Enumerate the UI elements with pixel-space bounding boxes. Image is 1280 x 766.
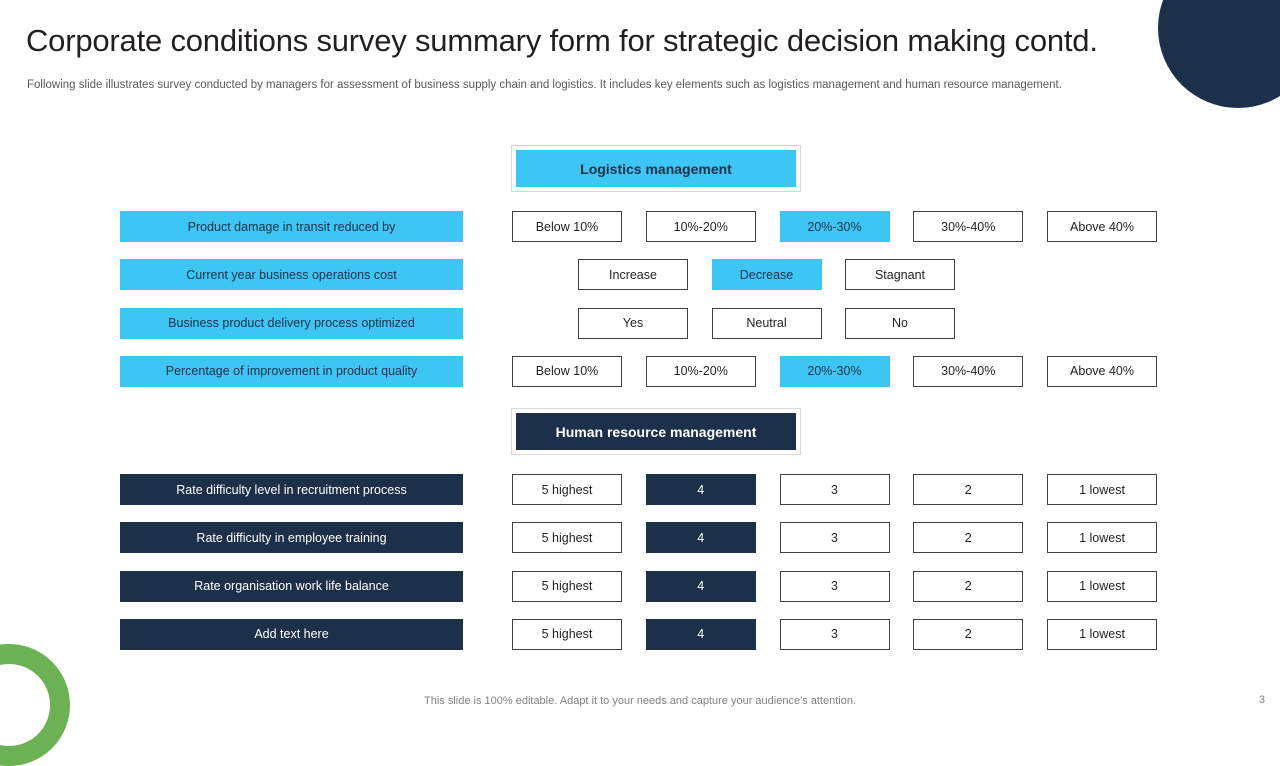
- option-button[interactable]: 10%-20%: [645, 355, 756, 387]
- option-button[interactable]: 3: [779, 474, 890, 505]
- page-subtitle: Following slide illustrates survey condu…: [27, 79, 1062, 91]
- question-label: Percentage of improvement in product qua…: [120, 355, 463, 387]
- option-row: Below 10% 10%-20% 20%-30% 30%-40% Above 40%: [512, 355, 1157, 387]
- option-button-selected[interactable]: Decrease: [711, 259, 822, 291]
- page-number: 3: [1258, 694, 1265, 706]
- section-banner-human-resource-management: Human resource management: [511, 408, 801, 455]
- question-label: Product damage in transit reduced by: [120, 211, 463, 242]
- section-banner-logistics-management: Logistics management: [511, 145, 801, 192]
- footer-note: This slide is 100% editable. Adapt it to…: [424, 695, 856, 707]
- option-button[interactable]: No: [845, 307, 955, 339]
- option-button[interactable]: 5 highest: [512, 474, 622, 505]
- decorative-navy-circle: [1158, 0, 1280, 108]
- option-button[interactable]: Stagnant: [845, 259, 955, 291]
- option-button[interactable]: Below 10%: [512, 211, 622, 242]
- option-button[interactable]: 1 lowest: [1047, 474, 1157, 505]
- question-label: Current year business operations cost: [120, 259, 463, 291]
- option-button[interactable]: 1 lowest: [1047, 522, 1157, 554]
- option-button[interactable]: Below 10%: [512, 355, 622, 387]
- option-button[interactable]: 1 lowest: [1047, 570, 1157, 602]
- option-button[interactable]: 2: [913, 618, 1024, 650]
- option-button[interactable]: 5 highest: [512, 618, 622, 650]
- option-button[interactable]: 3: [779, 522, 890, 554]
- question-label: Add text here: [120, 618, 463, 650]
- option-button[interactable]: 3: [779, 618, 890, 650]
- option-row: Yes Neutral No: [578, 307, 955, 339]
- option-button-selected[interactable]: 4: [645, 570, 756, 602]
- option-button-selected[interactable]: 20%-30%: [779, 355, 890, 387]
- option-row: Below 10% 10%-20% 20%-30% 30%-40% Above 40%: [512, 211, 1157, 242]
- option-button[interactable]: 3: [779, 570, 890, 602]
- section-banner-logistics-management-label: Logistics management: [516, 150, 796, 187]
- option-button[interactable]: Yes: [578, 307, 688, 339]
- option-button[interactable]: Above 40%: [1047, 211, 1157, 242]
- question-label: Rate difficulty in employee training: [120, 522, 463, 554]
- option-button[interactable]: 30%-40%: [913, 211, 1024, 242]
- option-button-selected[interactable]: 4: [645, 618, 756, 650]
- option-row: Increase Decrease Stagnant: [578, 259, 955, 291]
- question-label: Business product delivery process optimi…: [120, 307, 463, 339]
- option-button-selected[interactable]: 4: [645, 474, 756, 505]
- question-label: Rate organisation work life balance: [120, 570, 463, 602]
- option-button[interactable]: 10%-20%: [645, 211, 756, 242]
- page-title: Corporate conditions survey summary form…: [26, 23, 1098, 58]
- option-button[interactable]: 1 lowest: [1047, 618, 1157, 650]
- option-button[interactable]: Neutral: [711, 307, 822, 339]
- option-button[interactable]: 5 highest: [512, 570, 622, 602]
- question-label: Rate difficulty level in recruitment pro…: [120, 474, 463, 505]
- option-button[interactable]: 2: [913, 570, 1024, 602]
- option-button-selected[interactable]: 20%-30%: [779, 211, 890, 242]
- option-button[interactable]: 30%-40%: [913, 355, 1024, 387]
- option-button[interactable]: Above 40%: [1047, 355, 1157, 387]
- option-button-selected[interactable]: 4: [645, 522, 756, 554]
- option-button[interactable]: 2: [913, 522, 1024, 554]
- section-banner-human-resource-management-label: Human resource management: [516, 413, 796, 450]
- option-button[interactable]: 2: [913, 474, 1024, 505]
- option-button[interactable]: Increase: [578, 259, 688, 291]
- option-button[interactable]: 5 highest: [512, 522, 622, 554]
